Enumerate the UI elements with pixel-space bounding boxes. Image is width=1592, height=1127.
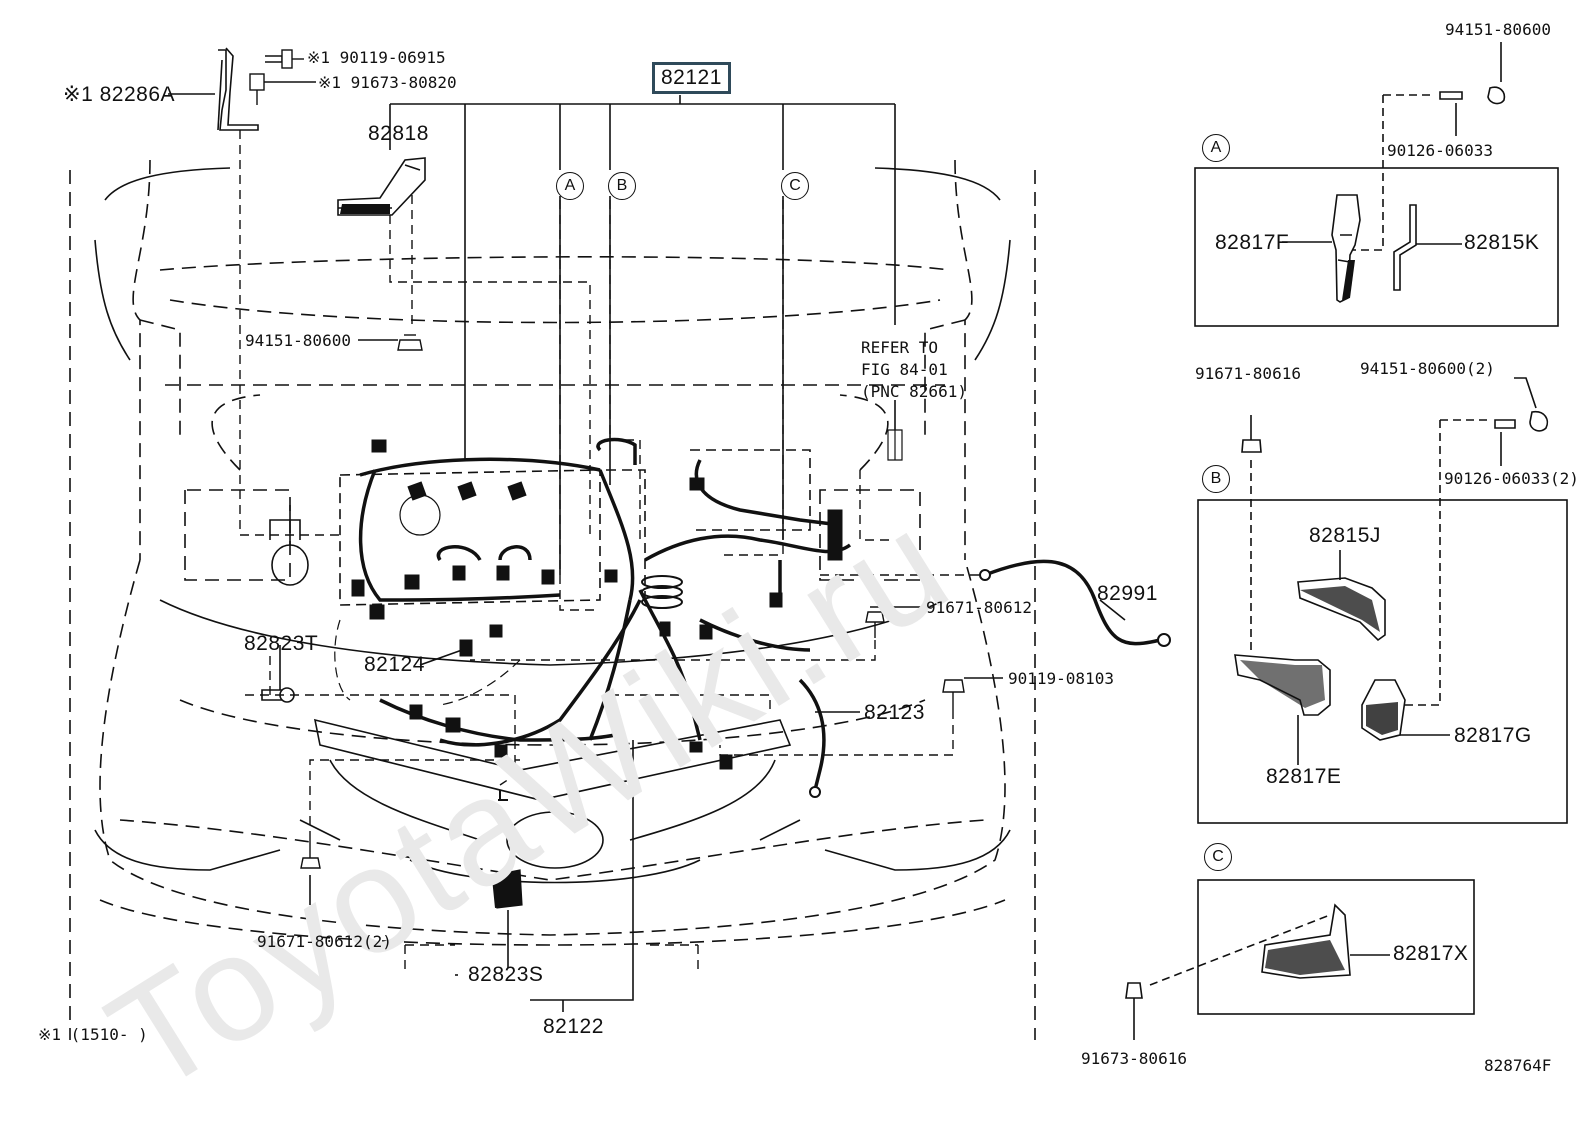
- label-82817F: 82817F: [1215, 231, 1290, 254]
- bolt-91673-80820: [249, 73, 316, 105]
- clip-94151-80600-main: [397, 334, 423, 351]
- bolt-90119-06915: [265, 49, 304, 69]
- label-91673-80616: 91673-80616: [1081, 1049, 1187, 1068]
- ground-cable-82991: [984, 559, 1161, 646]
- label-82123: 82123: [864, 701, 925, 724]
- label-82286A: ※1 82286A: [63, 83, 176, 106]
- label-82817E: 82817E: [1266, 765, 1342, 788]
- main-harness: [358, 437, 852, 747]
- callout-c-main: C: [781, 172, 809, 200]
- label-refer-fig: REFER TO FIG 84-01 (PNC 82661): [861, 338, 967, 401]
- label-82817X: 82817X: [1393, 942, 1469, 965]
- callout-b-main: B: [608, 172, 636, 200]
- label-82122: 82122: [543, 1015, 604, 1038]
- panel-a: [1194, 42, 1559, 327]
- label-90126-06033-2: 90126-06033(2): [1444, 469, 1579, 488]
- callout-c-panel: C: [1204, 843, 1232, 871]
- label-82815K: 82815K: [1464, 231, 1540, 254]
- label-82124: 82124: [364, 653, 425, 676]
- label-82815J: 82815J: [1309, 524, 1381, 547]
- figure-code: 828764F: [1484, 1056, 1552, 1075]
- callout-b-panel: B: [1202, 465, 1230, 493]
- label-82991: 82991: [1097, 582, 1158, 605]
- corrugated-tube: [641, 575, 683, 609]
- label-90126-06033: 90126-06033: [1387, 141, 1493, 160]
- label-91671-80612: 91671-80612: [926, 598, 1032, 617]
- main-part-label: 82121: [652, 62, 731, 94]
- label-94151-80600-main: 94151-80600: [245, 331, 351, 350]
- part-fills: [340, 204, 1398, 975]
- callout-a-main: A: [556, 172, 584, 200]
- label-82817G: 82817G: [1454, 724, 1532, 747]
- label-91673-80820: ※1 91673-80820: [318, 73, 457, 92]
- footnote: ※1 (1510- ): [38, 1025, 148, 1044]
- label-90119-06915: ※1 90119-06915: [307, 48, 446, 67]
- car-body-outline: [69, 159, 1036, 1040]
- label-91671-80616: 91671-80616: [1195, 364, 1301, 383]
- label-91671-80612-2: 91671-80612(2): [257, 932, 392, 951]
- harness-connectors: [351, 439, 843, 770]
- label-82823T: 82823T: [244, 632, 319, 655]
- callout-a-panel: A: [1202, 134, 1230, 162]
- label-82823S: 82823S: [468, 963, 544, 986]
- label-82818: 82818: [368, 122, 429, 145]
- label-94151-80600-2: 94151-80600(2): [1360, 359, 1495, 378]
- bracket-82286A: [217, 47, 259, 131]
- solid-leaders: [168, 93, 1126, 1012]
- label-94151-80600-top: 94151-80600: [1445, 20, 1551, 39]
- label-90119-08103: 90119-08103: [1008, 669, 1114, 688]
- oil-cap: [399, 494, 441, 536]
- wiring-diagram: [69, 42, 1568, 1040]
- bolt-91671-80612-2: [300, 840, 321, 869]
- bolt-90119-08103: [942, 679, 965, 710]
- bolt-91671-80612: [865, 611, 885, 638]
- panel-b: [1197, 377, 1568, 824]
- car-body-lines: [94, 167, 1011, 884]
